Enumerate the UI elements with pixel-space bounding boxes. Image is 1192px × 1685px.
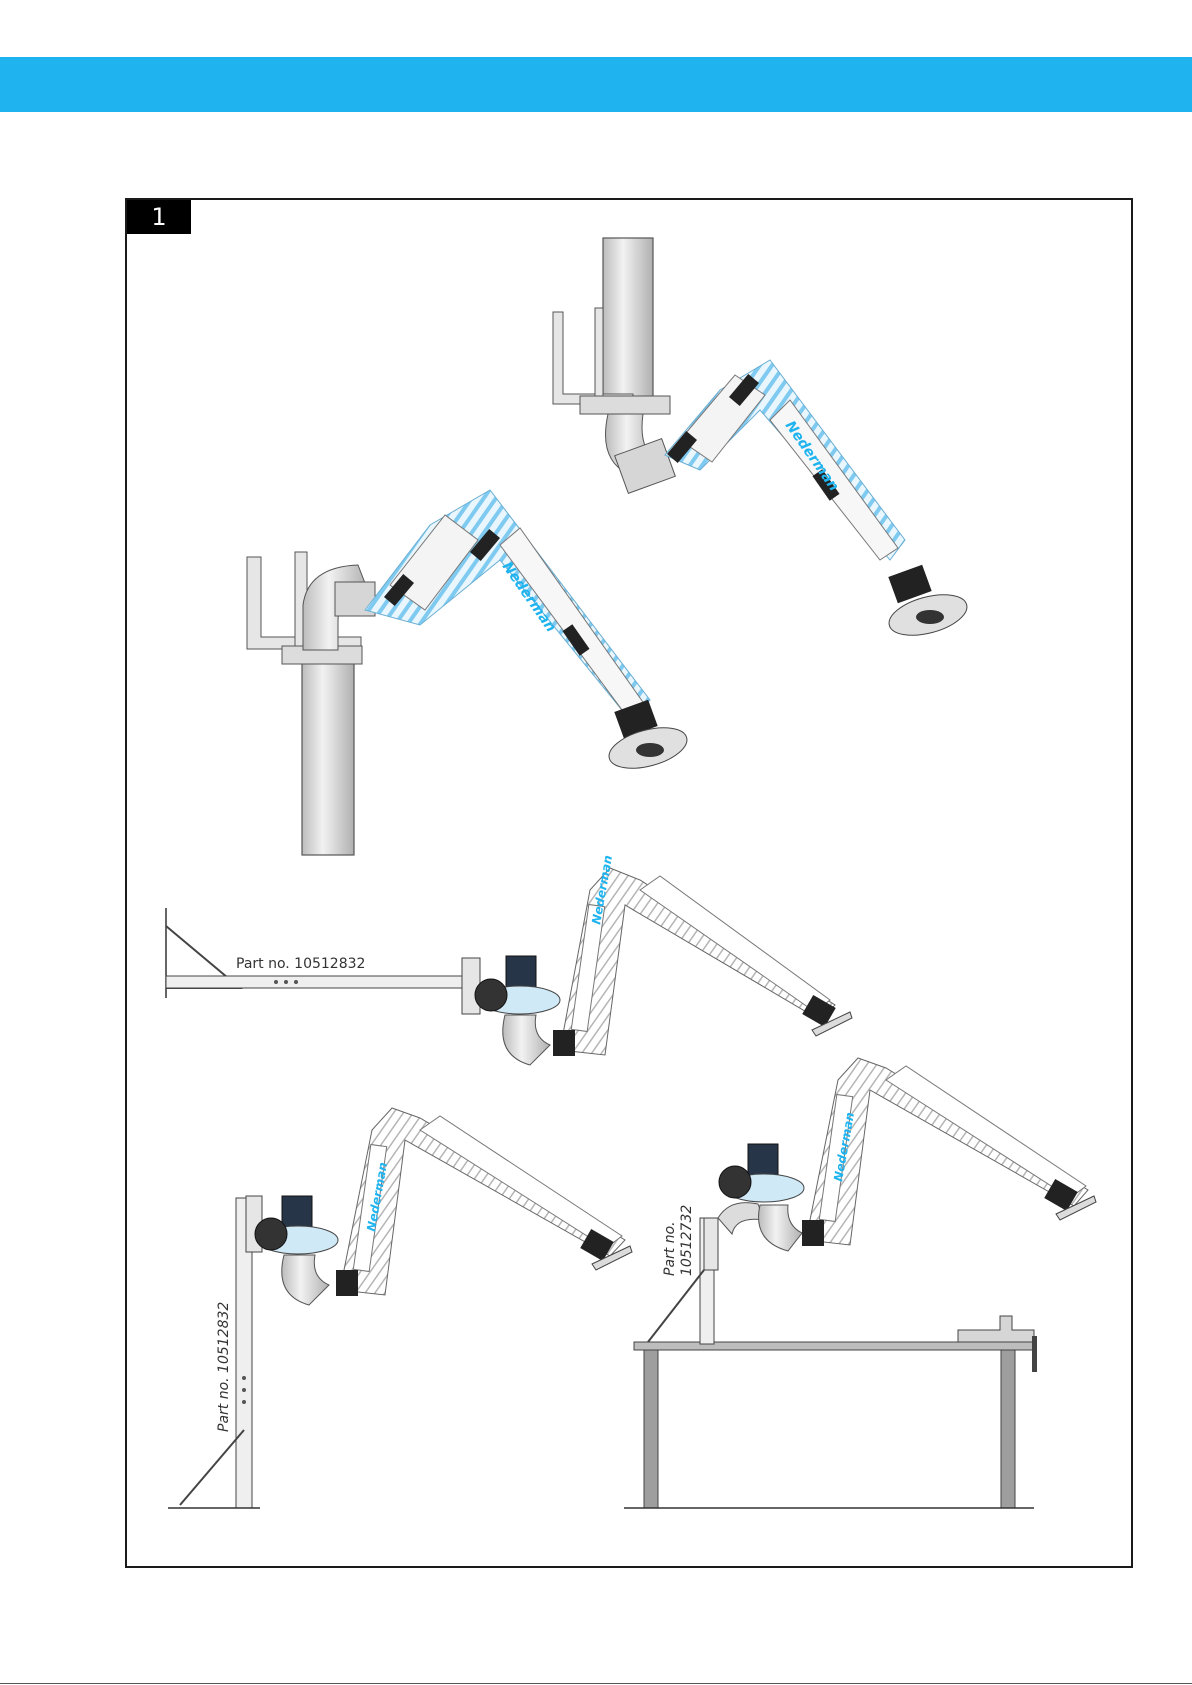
wall-bracket-part-number: Part no. 10512832 — [236, 956, 365, 972]
bench-mounted-arm: Part no. 10512732 Nederman — [624, 1058, 1096, 1508]
wall-bracket-arm: Part no. 10512832 Nederman — [166, 854, 852, 1065]
bench-part-number-line1: Part no. — [662, 1221, 678, 1276]
floor-column-arm: Part no. 10512832 Nederman — [168, 1108, 632, 1508]
bench-part-number-line2: 10512732 — [679, 1205, 695, 1276]
column-part-number: Part no. 10512832 — [216, 1302, 232, 1432]
bottom-rule — [0, 1683, 1192, 1684]
ceiling-mounted-arm: Nederman — [553, 238, 971, 643]
column-mounted-arm: Nederman — [247, 490, 691, 855]
